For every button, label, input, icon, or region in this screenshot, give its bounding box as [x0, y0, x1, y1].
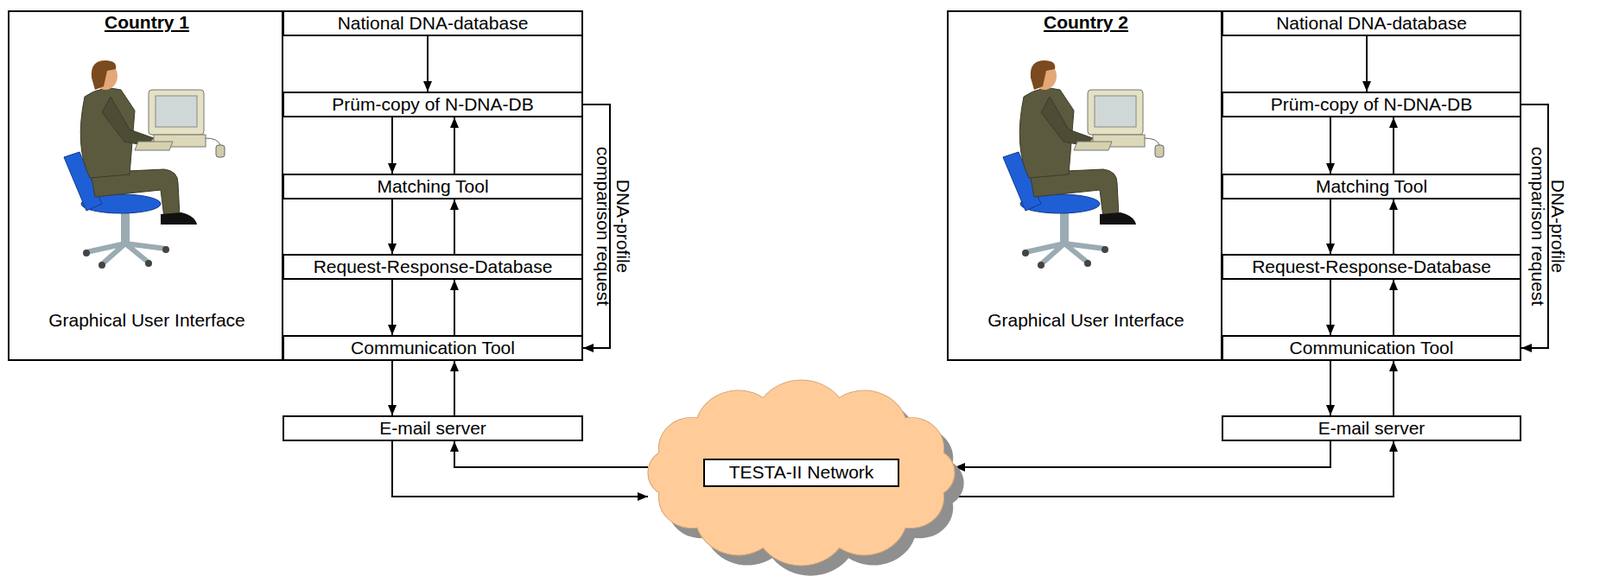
box-label: Request-Response-Database: [313, 256, 553, 278]
box-label: Prüm-copy of N-DNA-DB: [331, 94, 534, 115]
panel-caption: Graphical User Interface: [9, 310, 285, 331]
connector: [392, 441, 648, 497]
user-figure: [63, 60, 225, 269]
process-box: Communication Tool: [1221, 335, 1522, 362]
connector-label: DNA-profile comparison request: [593, 139, 634, 313]
box-label: Request-Response-Database: [1251, 256, 1492, 278]
connector: [454, 441, 648, 468]
cloud-outline: [647, 380, 955, 566]
box-label: National DNA-database: [1276, 12, 1467, 34]
process-box: Request-Response-Database: [282, 253, 584, 280]
connector: [1392, 361, 1395, 416]
connector: [1329, 117, 1332, 174]
process-box: Communication Tool: [282, 335, 584, 362]
country-panel: Country 2 Graphical User Interface Nationa…: [946, 10, 1522, 362]
connector: [1365, 36, 1368, 92]
country-heading: Country 1: [9, 12, 285, 33]
box-label: National DNA-database: [337, 12, 529, 34]
box-label: Prüm-copy of N-DNA-DB: [1270, 94, 1473, 115]
process-box: National DNA-database: [1221, 10, 1522, 37]
connector: [954, 441, 1331, 468]
connector: [453, 279, 456, 336]
box-label: Matching Tool: [376, 176, 489, 197]
connector: [1392, 199, 1395, 254]
network-cloud: TESTA-II Network: [647, 380, 955, 566]
connector: [453, 361, 456, 416]
connector: [453, 117, 456, 174]
connector: [954, 441, 1394, 497]
process-box: Request-Response-Database: [1221, 253, 1522, 280]
connector: [1392, 117, 1395, 174]
country-heading: Country 2: [948, 12, 1224, 33]
country-panel: Country 1 Graphical User Interface Nationa…: [7, 10, 584, 362]
connector: [426, 36, 429, 92]
box-label: E-mail server: [379, 418, 487, 439]
connector: [1329, 199, 1332, 254]
user-figure: [1003, 60, 1164, 269]
process-box: Matching Tool: [1221, 173, 1522, 200]
process-box: Prüm-copy of N-DNA-DB: [282, 91, 584, 118]
connector: [1329, 361, 1332, 416]
network-label: TESTA-II Network: [703, 458, 901, 487]
connector: [391, 199, 394, 254]
box-label: Matching Tool: [1315, 176, 1428, 197]
process-box: Matching Tool: [282, 173, 584, 200]
box-label: Communication Tool: [350, 337, 515, 359]
connector: [391, 117, 394, 174]
process-box: E-mail server: [1221, 415, 1522, 442]
connector: [453, 199, 456, 254]
connector: [391, 361, 394, 416]
process-box: National DNA-database: [282, 10, 584, 37]
process-box: E-mail server: [282, 415, 584, 442]
panel-caption: Graphical User Interface: [948, 310, 1224, 331]
connector: [391, 279, 394, 336]
box-label: E-mail server: [1318, 418, 1426, 439]
connector: [1392, 279, 1395, 336]
process-box: Prüm-copy of N-DNA-DB: [1221, 91, 1522, 118]
connector-label: DNA-profile comparison request: [1528, 139, 1569, 313]
box-label: Communication Tool: [1289, 337, 1454, 359]
connector: [1329, 279, 1332, 336]
